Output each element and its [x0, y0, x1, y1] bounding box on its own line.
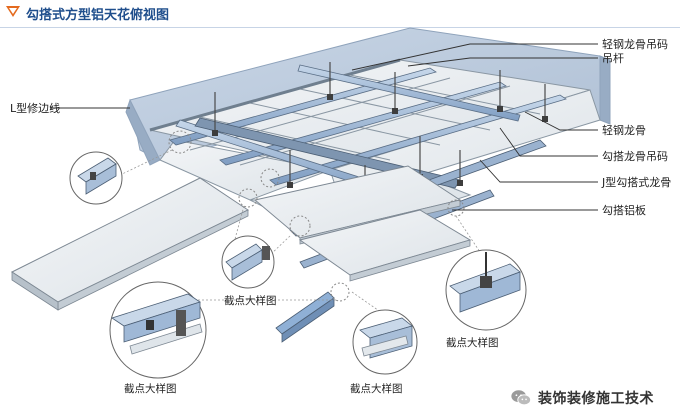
title-divider	[0, 27, 680, 28]
label-aluminum-panel: 勾搭铝板	[602, 203, 646, 217]
loose-panel-large	[10, 177, 250, 311]
label-hook-hanger: 勾搭龙骨吊码	[602, 150, 668, 163]
watermark-text: 装饰装修施工技术	[538, 391, 654, 407]
detail-label-4: 截点大样图	[350, 382, 403, 395]
wechat-icon	[511, 390, 532, 406]
watermark: 装饰装修施工技术	[510, 386, 654, 410]
detail-label-3: 截点大样图	[124, 382, 177, 395]
title-triangle-icon	[6, 6, 20, 17]
loose-runner	[275, 291, 335, 343]
detail-circle-5	[445, 249, 527, 331]
label-hanger-rod: 吊杆	[602, 51, 624, 65]
detail-circle-2	[221, 235, 275, 289]
label-main-runner-hanger: 轻钢龙骨吊码	[602, 37, 668, 51]
detail-label-2: 截点大样图	[446, 336, 499, 349]
header: 勾搭式方型铝天花俯视图	[0, 0, 680, 28]
l-edge-trim	[149, 58, 401, 132]
detail-label-1: 截点大样图	[224, 294, 277, 307]
loose-panel-lower	[298, 209, 472, 282]
detail-circle-3	[109, 281, 207, 379]
label-j-runner: J型勾搭式龙骨	[601, 175, 671, 189]
detail-circle-4	[352, 309, 418, 375]
callout-leaders	[50, 43, 598, 211]
label-edge-trim: L型修边线	[10, 101, 60, 115]
label-main-runner: 轻钢龙骨	[602, 123, 646, 137]
detail-circle-1	[69, 151, 123, 205]
page-title: 勾搭式方型铝天花俯视图	[26, 8, 170, 23]
